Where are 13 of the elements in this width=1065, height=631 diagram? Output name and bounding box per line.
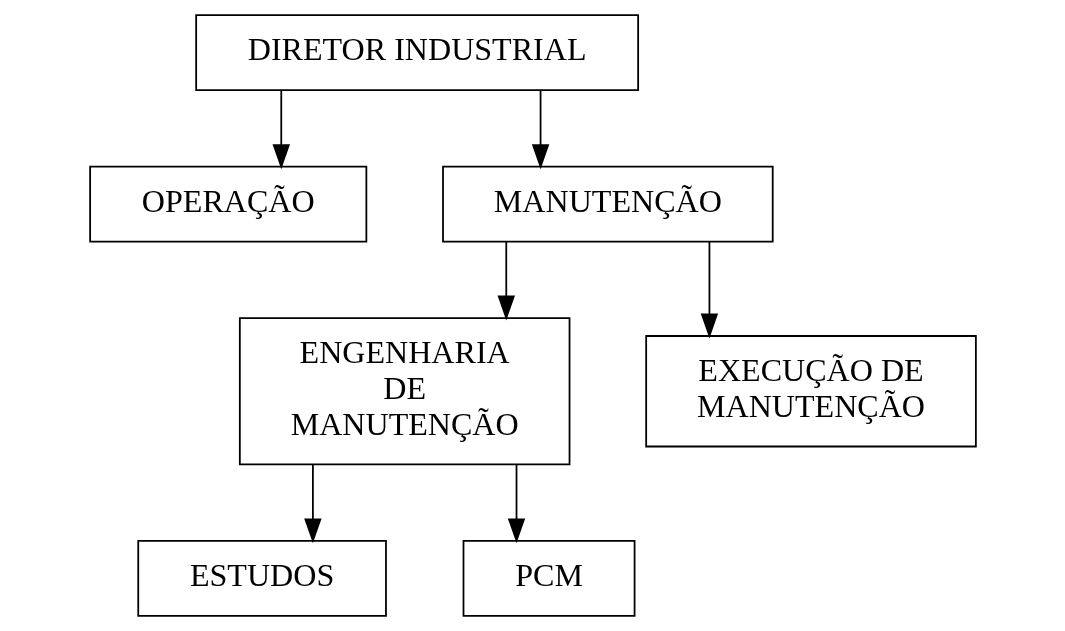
node-box: DIRETOR INDUSTRIAL	[194, 14, 639, 91]
arrow	[497, 241, 515, 321]
node-box: ESTUDOS	[136, 540, 387, 617]
node-box: MANUTENÇÃO	[441, 165, 774, 243]
node-box: EXECUÇÃO DE MANUTENÇÃO	[644, 335, 977, 448]
arrow	[700, 241, 718, 339]
node-box: ENGENHARIA DE MANUTENÇÃO	[238, 317, 570, 466]
node-box: OPERAÇÃO	[88, 165, 367, 243]
arrow	[507, 463, 525, 544]
node-box: PCM	[462, 540, 635, 617]
arrow	[303, 463, 322, 544]
arrow	[272, 89, 290, 170]
arrow	[531, 89, 549, 170]
